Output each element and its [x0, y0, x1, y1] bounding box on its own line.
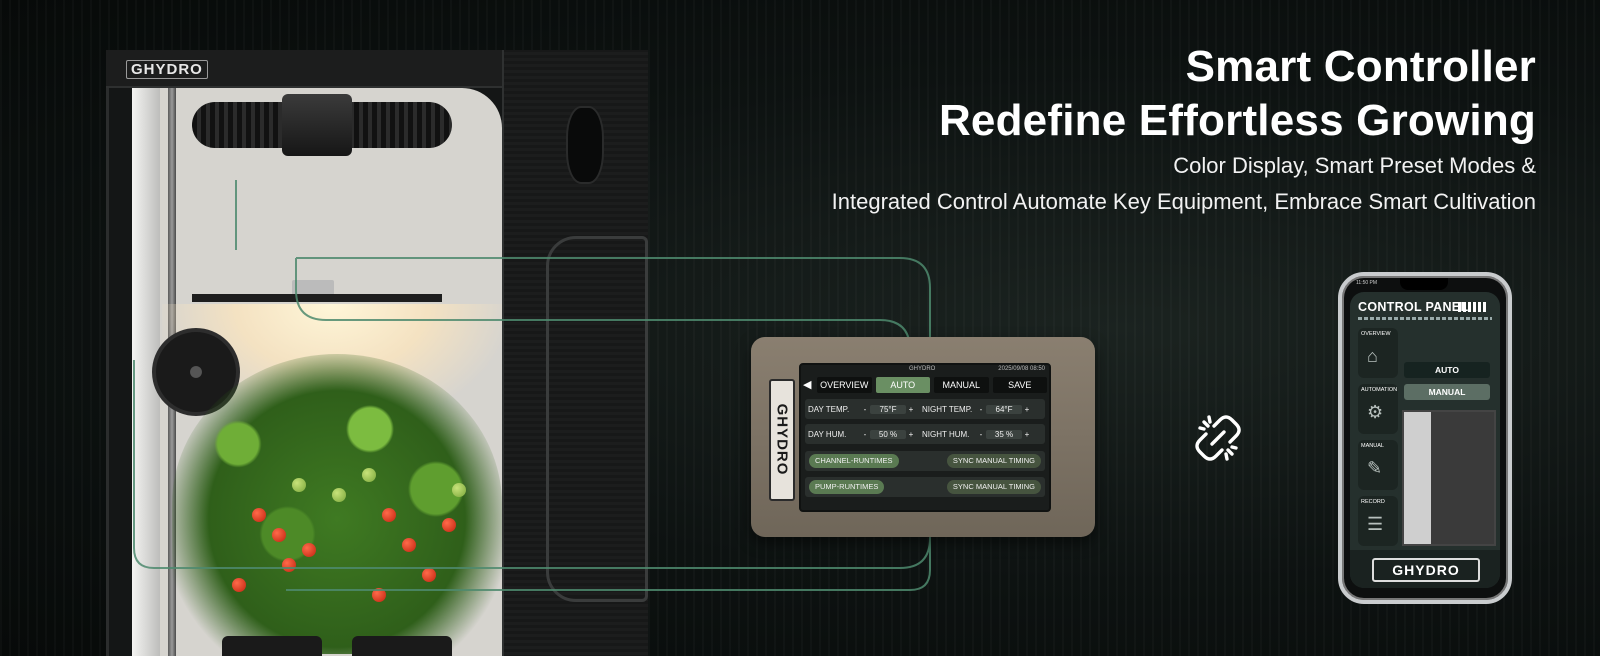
day-hum-decrease-button[interactable]: -: [863, 429, 867, 439]
tab-save[interactable]: SAVE: [992, 377, 1047, 393]
hero-title-line1: Smart Controller: [1185, 42, 1536, 91]
tomato: [272, 528, 286, 542]
phone-app-screen: CONTROL PANEL OVERVIEW ⌂ AUTOMATION ⚙ MA…: [1350, 292, 1500, 588]
night-temp-label: NIGHT TEMP.: [922, 404, 973, 414]
sidebar-item-label: RECORD: [1361, 499, 1385, 505]
connector-line-pump: [286, 520, 931, 591]
tab-manual[interactable]: MANUAL: [934, 377, 989, 393]
screen-tab-bar: ◀ OVERVIEW AUTO MANUAL SAVE: [803, 377, 1047, 395]
smart-controller: GHYDRO GHYDRO 2025/09/08 08:50 ◀ OVERVIE…: [751, 337, 1095, 537]
screen-datetime: 2025/09/08 08:50: [998, 366, 1045, 372]
pump-runtimes-row: PUMP-RUNTIMES SYNC MANUAL TIMING: [805, 477, 1045, 497]
night-hum-decrease-button[interactable]: -: [979, 429, 983, 439]
day-hum-increase-button[interactable]: +: [908, 429, 914, 439]
controller-brand-text: GHYDRO: [773, 403, 791, 476]
hero-subtitle-line1: Color Display, Smart Preset Modes &: [1173, 153, 1536, 178]
phone-tent-preview: [1402, 410, 1496, 546]
hero-subtitle-line2: Integrated Control Automate Key Equipmen…: [831, 189, 1536, 214]
controller-brand-label: GHYDRO: [769, 379, 795, 501]
tent-vent: [566, 106, 604, 184]
pump-runtimes-button[interactable]: PUMP-RUNTIMES: [809, 480, 885, 494]
day-temp-increase-button[interactable]: +: [908, 404, 914, 414]
fabric-pot: [222, 636, 322, 656]
phone-brand-logo: GHYDRO: [1372, 558, 1480, 582]
phone-notch: [1400, 278, 1448, 290]
title-bars-decoration: [1458, 302, 1488, 312]
sidebar-item-automation[interactable]: AUTOMATION ⚙: [1358, 384, 1398, 434]
hero-text-block: Smart Controller Redefine Effortless Gro…: [832, 40, 1536, 220]
tomato-plants: [172, 354, 502, 654]
control-panel-title: CONTROL PANEL: [1358, 300, 1469, 314]
tomato: [372, 588, 386, 602]
mode-auto-button[interactable]: AUTO: [1404, 362, 1490, 378]
connector-line-light-top: [296, 257, 931, 340]
screen-status-bar: GHYDRO 2025/09/08 08:50: [801, 365, 1049, 375]
smartphone: 11:50 PM CONTROL PANEL OVERVIEW ⌂ AUTOMA…: [1338, 272, 1512, 604]
tent-interior: [132, 88, 502, 656]
phone-status-time: 11:50 PM: [1356, 280, 1378, 286]
day-temp-value: 75°F: [870, 404, 906, 414]
grow-tent-image: GHYDRO: [106, 50, 648, 656]
tomato: [252, 508, 266, 522]
night-temp-value: 64°F: [986, 404, 1022, 414]
home-icon: ⌂: [1367, 346, 1378, 366]
day-temp-decrease-button[interactable]: -: [863, 404, 867, 414]
tomato: [302, 543, 316, 557]
connector-line-fan: [133, 360, 931, 569]
grow-light-bar: [192, 294, 442, 302]
mode-manual-button[interactable]: MANUAL: [1404, 384, 1490, 400]
document-icon: ☰: [1367, 514, 1384, 534]
tomato: [232, 578, 246, 592]
night-hum-label: NIGHT HUM.: [922, 429, 970, 439]
screen-brand: GHYDRO: [909, 366, 936, 372]
tomato: [382, 508, 396, 522]
tomato: [332, 488, 346, 502]
sync-manual-timing-button-pump[interactable]: SYNC MANUAL TIMING: [946, 480, 1041, 494]
day-hum-value: 50 %: [870, 429, 906, 439]
inline-fan: [282, 94, 352, 156]
link-icon: [1195, 415, 1241, 461]
humidity-row: DAY HUM. - 50 % + NIGHT HUM. - 35 % +: [805, 424, 1045, 444]
night-hum-value: 35 %: [986, 429, 1022, 439]
hero-title-line2: Redefine Effortless Growing: [938, 96, 1536, 145]
tomato: [362, 468, 376, 482]
tab-auto[interactable]: AUTO: [875, 377, 930, 393]
day-temp-label: DAY TEMP.: [808, 404, 850, 414]
night-temp-increase-button[interactable]: +: [1024, 404, 1030, 414]
night-temp-decrease-button[interactable]: -: [979, 404, 983, 414]
connector-line-light: [295, 258, 911, 351]
sidebar-item-manual[interactable]: MANUAL ✎: [1358, 440, 1398, 490]
sidebar-item-label: OVERVIEW: [1361, 331, 1391, 337]
tab-overview[interactable]: OVERVIEW: [817, 377, 872, 393]
channel-runtimes-row: CHANNEL-RUNTIMES SYNC MANUAL TIMING: [805, 451, 1045, 471]
sidebar-item-overview[interactable]: OVERVIEW ⌂: [1358, 328, 1398, 378]
night-hum-increase-button[interactable]: +: [1024, 429, 1030, 439]
day-hum-label: DAY HUM.: [808, 429, 847, 439]
sidebar-item-label: AUTOMATION: [1361, 387, 1398, 393]
tomato: [452, 483, 466, 497]
sidebar-item-record[interactable]: RECORD ☰: [1358, 496, 1398, 546]
title-underline: [1358, 317, 1492, 320]
tomato: [442, 518, 456, 532]
sidebar-item-label: MANUAL: [1361, 443, 1384, 449]
sync-manual-timing-button-channel[interactable]: SYNC MANUAL TIMING: [946, 454, 1041, 468]
channel-runtimes-button[interactable]: CHANNEL-RUNTIMES: [809, 454, 899, 468]
tomato: [402, 538, 416, 552]
led-driver: [292, 280, 334, 296]
gear-icon: ⚙: [1367, 402, 1384, 422]
wrench-icon: ✎: [1367, 458, 1383, 478]
tomato: [292, 478, 306, 492]
tent-side-window: [546, 236, 648, 602]
fabric-pot: [352, 636, 452, 656]
controller-screen: GHYDRO 2025/09/08 08:50 ◀ OVERVIEW AUTO …: [799, 363, 1051, 512]
tomato: [422, 568, 436, 582]
tent-logo: GHYDRO: [126, 60, 208, 79]
back-arrow-icon[interactable]: ◀: [803, 379, 812, 391]
temp-row: DAY TEMP. - 75°F + NIGHT TEMP. - 64°F +: [805, 399, 1045, 419]
